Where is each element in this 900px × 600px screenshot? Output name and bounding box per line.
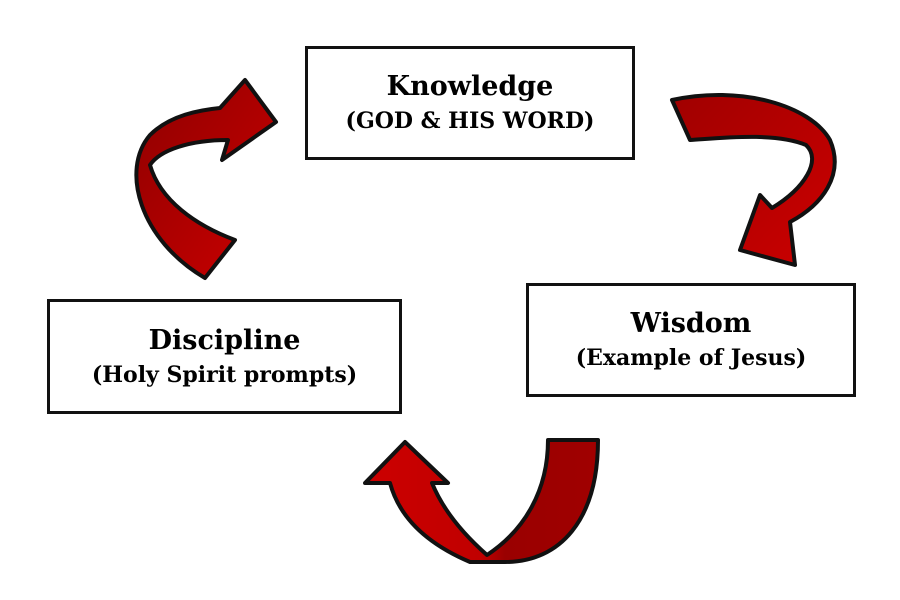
arrow-wisdom-to-discipline	[363, 438, 600, 564]
wisdom-title: Wisdom	[630, 308, 752, 339]
wisdom-subtitle: (Example of Jesus)	[575, 345, 807, 371]
knowledge-title: Knowledge	[386, 71, 554, 102]
arrow-knowledge-to-wisdom	[670, 92, 837, 267]
knowledge-subtitle: (GOD & HIS WORD)	[345, 108, 595, 134]
arrow-discipline-to-knowledge	[134, 78, 278, 280]
discipline-title: Discipline	[148, 324, 301, 356]
knowledge-box: Knowledge (GOD & HIS WORD)	[305, 46, 635, 160]
discipline-subtitle: (Holy Spirit prompts)	[91, 361, 358, 388]
discipline-box: Discipline (Holy Spirit prompts)	[47, 299, 402, 414]
wisdom-box: Wisdom (Example of Jesus)	[526, 283, 856, 397]
